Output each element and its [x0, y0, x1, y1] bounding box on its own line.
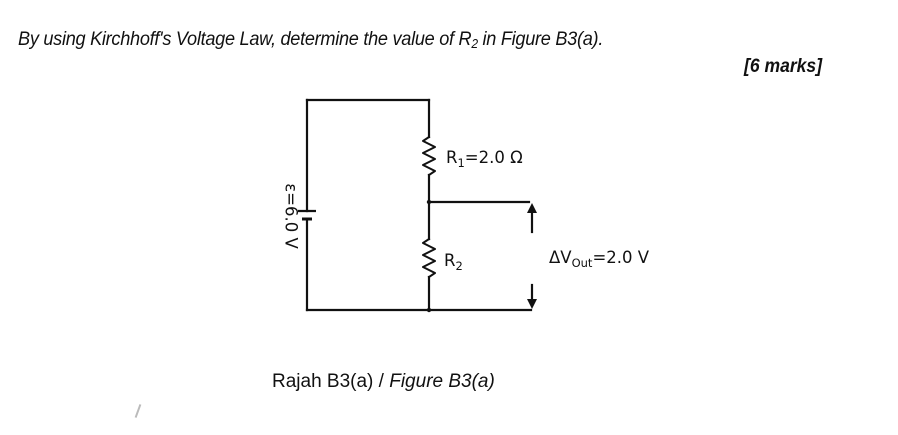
caption-malay: Rajah B3(a) / — [272, 371, 390, 392]
r1-label: R1=2.0 Ω — [446, 148, 523, 170]
emf-label: ε=6.0 V — [282, 183, 301, 249]
arrow-down-icon — [527, 299, 537, 309]
vout-prefix: ΔV — [549, 248, 572, 267]
r1-value: =2.0 Ω — [465, 148, 523, 167]
junction-dot — [426, 199, 432, 205]
junction-dot — [426, 307, 432, 313]
r2-label: R2 — [444, 251, 463, 273]
vout-subscript: Out — [572, 256, 593, 270]
r2-subscript: 2 — [455, 259, 462, 273]
question-text-end: in Figure B3(a). — [477, 28, 604, 50]
r2-name: R — [444, 251, 455, 270]
figure-caption: Rajah B3(a) / Figure B3(a) — [272, 371, 495, 393]
arrow-up-icon — [527, 203, 537, 213]
vout-value: =2.0 V — [592, 248, 649, 267]
question-text: By using Kirchhoff's Voltage Law, determ… — [18, 28, 603, 51]
marks-label: [6 marks] — [744, 55, 823, 77]
question-text-main: By using Kirchhoff's Voltage Law, determ… — [18, 28, 472, 50]
resistor-r2 — [422, 237, 436, 279]
r1-name: R — [446, 148, 457, 167]
question-subscript: 2 — [471, 36, 478, 51]
caption-english: Figure B3(a) — [389, 371, 495, 392]
resistor-r1 — [422, 135, 436, 177]
r1-subscript: 1 — [457, 156, 464, 170]
vout-label: ΔVOut=2.0 V — [549, 248, 650, 270]
